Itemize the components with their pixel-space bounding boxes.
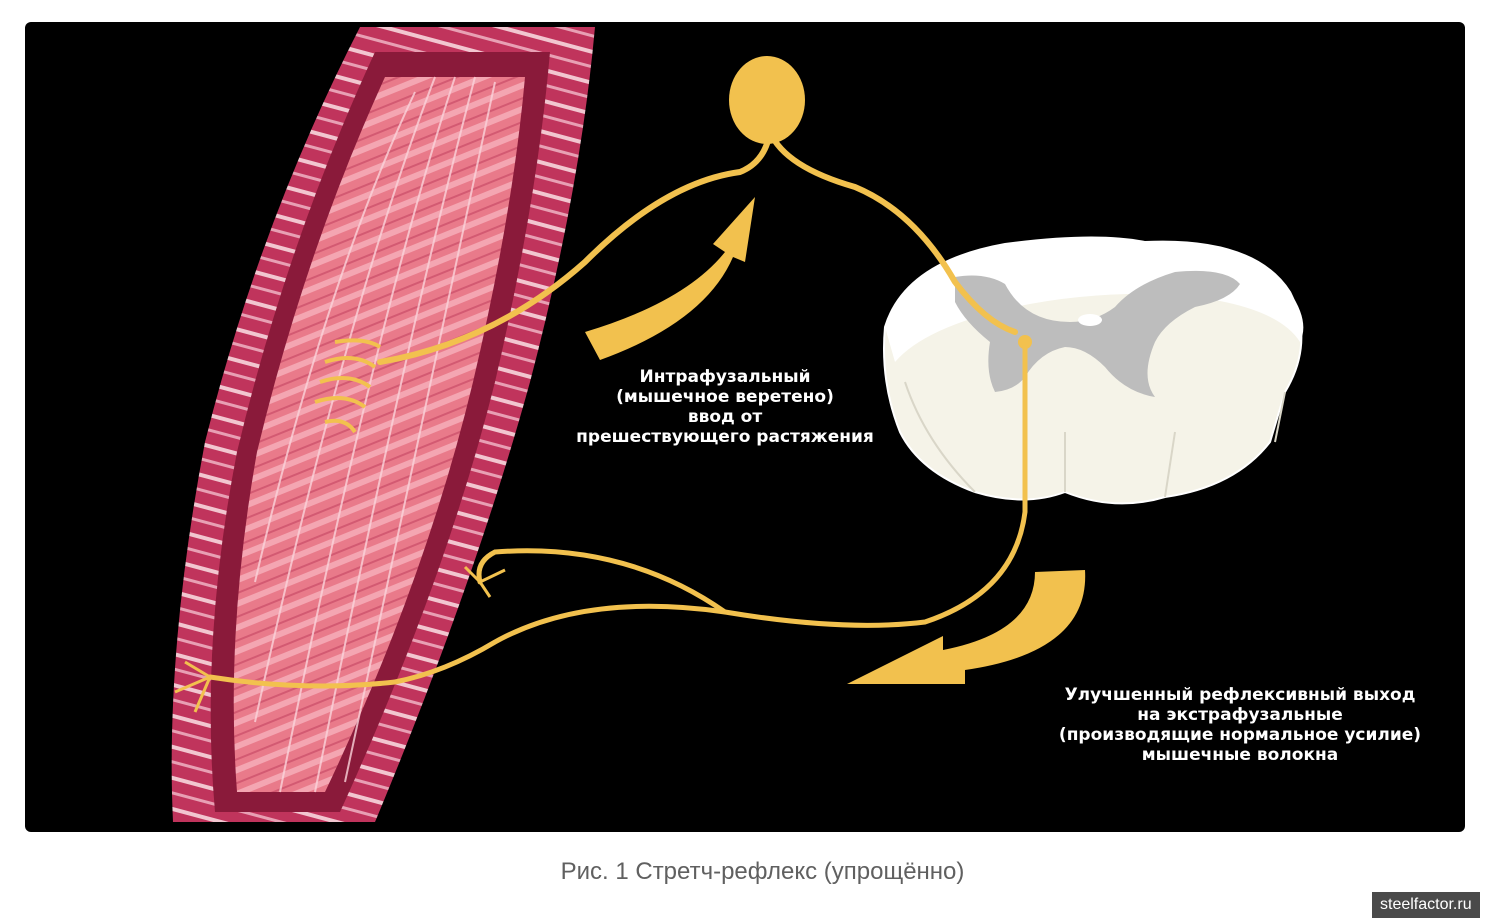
stretch-reflex-diagram: Интрафузальный (мышечное веретено) ввод … — [25, 22, 1465, 832]
muscle-fibers — [233, 77, 525, 792]
diagram-canvas — [171, 27, 1304, 822]
extrafusal-output-label: Улучшенный рефлексивный выход на экстраф… — [1058, 685, 1422, 765]
sensory-central-axon — [767, 129, 1018, 335]
synapse — [1018, 335, 1032, 349]
output-arrow — [847, 570, 1086, 684]
figure-caption: Рис. 1 Стретч-рефлекс (упрощённо) — [560, 858, 965, 885]
spindle-ending — [314, 338, 382, 434]
nerve-paths — [207, 129, 1028, 689]
spinal-cord — [883, 236, 1304, 505]
motor-axon-c — [207, 674, 398, 689]
input-arrow — [585, 197, 755, 360]
sensory-axon — [377, 129, 773, 365]
motor-axon-b — [476, 548, 728, 615]
motor-endplates — [174, 565, 506, 713]
intrafusal-input-label: Интрафузальный (мышечное веретено) ввод … — [576, 367, 874, 447]
fiber-lines — [254, 76, 496, 793]
muscle — [171, 27, 595, 822]
spinal-top-surface — [885, 237, 1304, 362]
sensory-neuron-cell-body — [729, 56, 805, 144]
central-canal — [1078, 314, 1102, 326]
site-watermark: steelfactor.ru — [1372, 892, 1480, 918]
